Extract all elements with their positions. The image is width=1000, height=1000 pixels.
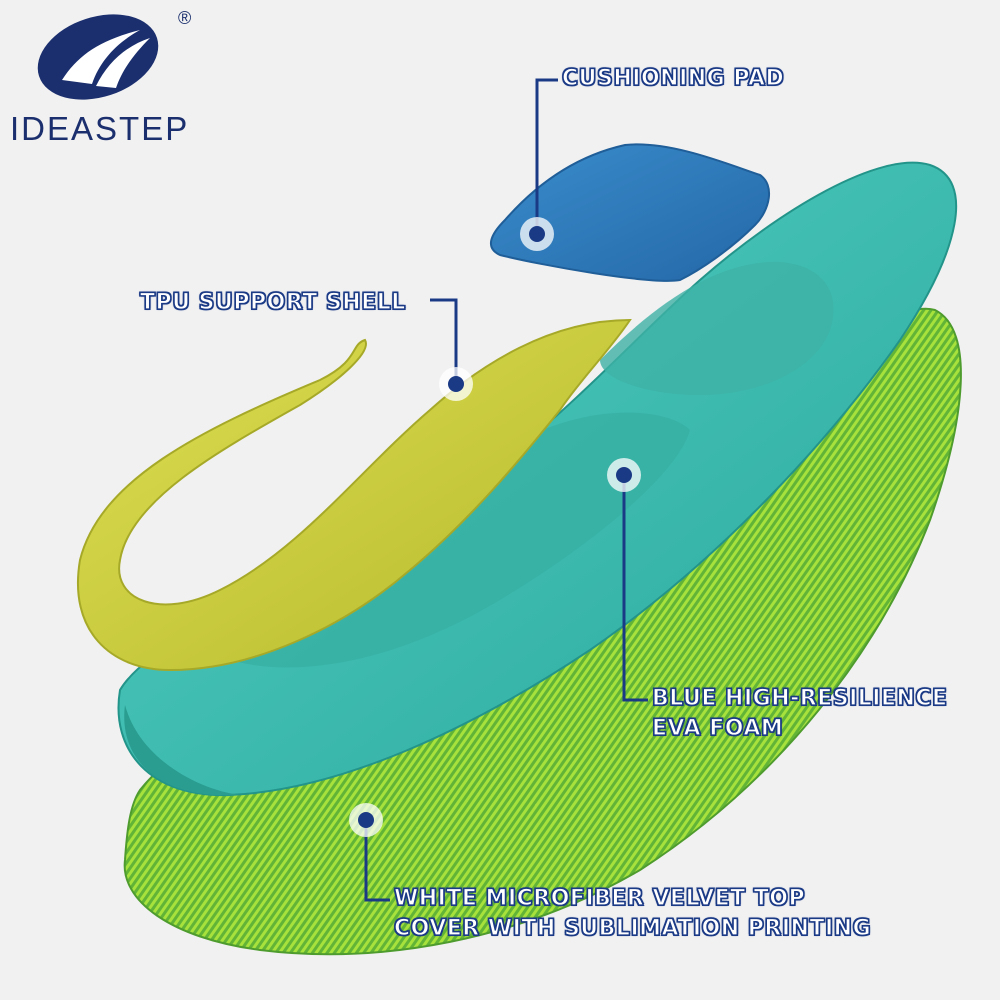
label-line: BLUE HIGH-RESILIENCE [651,685,948,711]
label-line: TPU SUPPORT SHELL [139,289,406,315]
callout-dot-top-cover [349,803,383,837]
registered-mark: ® [178,8,192,28]
tpu-shell-layer [77,318,632,672]
callout-dot-tpu-shell [439,367,473,401]
label-line: COVER WITH SUBLIMATION PRINTING [393,915,872,941]
brand-name: IDEASTEP [10,110,190,147]
callout-dot-cushioning-pad [520,217,554,251]
label-top-cover: WHITE MICROFIBER VELVET TOP COVER WITH S… [393,884,872,944]
label-cushioning-pad: CUSHIONING PAD [561,64,785,94]
cushioning-pad-layer [490,143,771,282]
label-tpu-shell: TPU SUPPORT SHELL [139,288,406,318]
callout-dot-eva-foam [607,458,641,492]
label-line: WHITE MICROFIBER VELVET TOP [393,885,806,911]
label-line: CUSHIONING PAD [561,65,785,91]
logo-mark-icon [37,14,159,100]
label-eva-foam: BLUE HIGH-RESILIENCE EVA FOAM [651,684,948,744]
leader-lines [364,78,648,902]
label-line: EVA FOAM [651,715,784,741]
